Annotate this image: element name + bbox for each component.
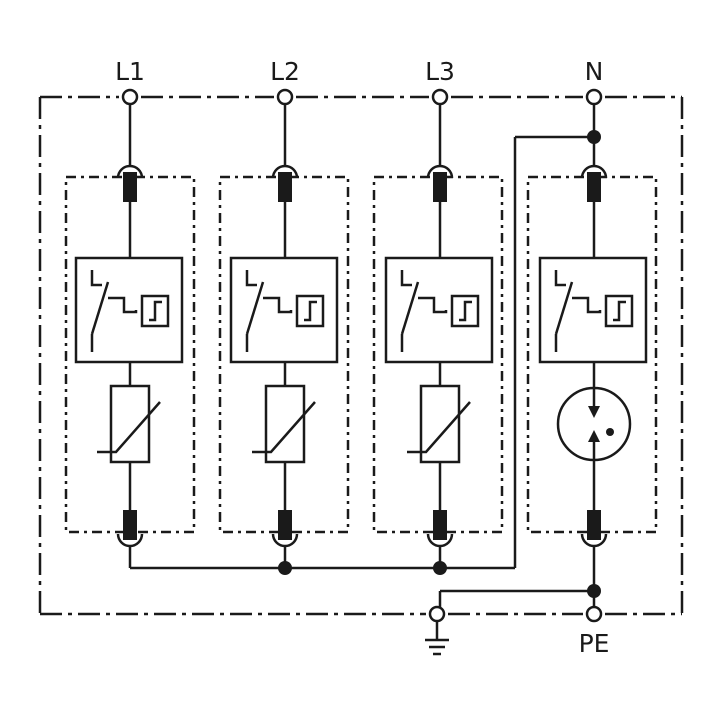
terminal-label-l2: L2 bbox=[270, 57, 300, 86]
fuse-bottom-l2 bbox=[278, 510, 292, 540]
module-l3 bbox=[372, 104, 504, 568]
terminal-label-pe: PE bbox=[579, 629, 610, 658]
junction-dot bbox=[278, 561, 292, 575]
module-l2 bbox=[218, 104, 350, 568]
thermal-disconnect-l2 bbox=[229, 256, 339, 364]
bus-wiring bbox=[130, 130, 601, 607]
thermal-disconnect-l1 bbox=[74, 256, 184, 364]
terminal-label-l1: L1 bbox=[115, 57, 145, 86]
terminal-label-l3: L3 bbox=[425, 57, 455, 86]
fuse-bottom-n bbox=[587, 510, 601, 540]
varistor-l3 bbox=[407, 384, 471, 464]
junction-dot bbox=[587, 130, 601, 144]
terminal-l3 bbox=[431, 88, 449, 106]
terminal-pe bbox=[585, 605, 603, 623]
fuse-top-l1 bbox=[123, 172, 137, 202]
thermal-disconnect-l3 bbox=[384, 256, 494, 364]
ground-icon bbox=[425, 621, 449, 656]
enclosure-outline bbox=[38, 95, 684, 616]
varistor-l2 bbox=[252, 384, 316, 464]
fuse-top-n bbox=[587, 172, 601, 202]
fuse-top-l2 bbox=[278, 172, 292, 202]
terminal-l2 bbox=[276, 88, 294, 106]
module-n bbox=[526, 104, 658, 606]
fuse-bottom-l3 bbox=[433, 510, 447, 540]
junction-dot bbox=[433, 561, 447, 575]
terminal-l1 bbox=[121, 88, 139, 106]
terminal-earth bbox=[428, 605, 446, 623]
spark-gap-n bbox=[556, 386, 632, 462]
module-l1 bbox=[64, 104, 196, 568]
fuse-bottom-l1 bbox=[123, 510, 137, 540]
thermal-disconnect-n bbox=[538, 256, 648, 364]
junction-dot bbox=[587, 584, 601, 598]
varistor-l1 bbox=[97, 384, 161, 464]
fuse-top-l3 bbox=[433, 172, 447, 202]
terminal-label-n: N bbox=[585, 57, 604, 86]
terminal-n bbox=[585, 88, 603, 106]
